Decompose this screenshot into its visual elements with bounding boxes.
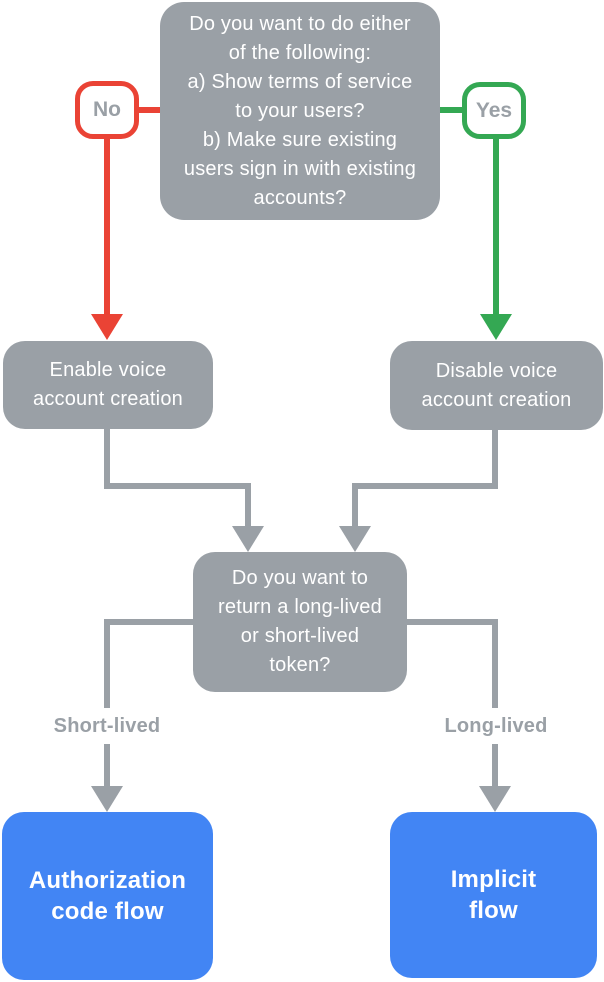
connector-long-lived-down	[492, 619, 498, 786]
decision-box-terms-of-service: Do you want to do either of the followin…	[160, 2, 440, 220]
connector-enable-down	[104, 429, 110, 489]
no-badge-label: No	[93, 98, 121, 121]
decision-box-token-lifetime: Do you want to return a long-lived or sh…	[193, 552, 407, 692]
long-lived-label-chip: Long-lived	[412, 708, 580, 744]
implicit-flow-text: Implicit flow	[450, 866, 537, 924]
terminal-box-authorization-code-flow: Authorization code flow	[2, 812, 213, 980]
connector-long-lived-across	[407, 619, 498, 625]
connector-disable-down	[492, 430, 498, 489]
green-arrow-down-icon	[480, 314, 512, 340]
connector-yes-horizontal	[440, 107, 462, 113]
authorization-code-flow-text: Authorization code flow	[28, 867, 187, 925]
decision-box-terms-text: Do you want to do either of the followin…	[183, 12, 417, 209]
decision-box-token-text: Do you want to return a long-lived or sh…	[218, 567, 382, 676]
gray-arrow-down-long-lived-icon	[479, 786, 511, 812]
gray-arrow-down-left-icon	[232, 526, 264, 552]
action-box-enable-voice-account-creation: Enable voice account creation	[3, 341, 213, 429]
connector-disable-across	[352, 483, 498, 489]
red-arrow-down-icon	[91, 314, 123, 340]
gray-arrow-down-short-lived-icon	[91, 786, 123, 812]
no-badge: No	[75, 81, 139, 139]
enable-action-text: Enable voice account creation	[33, 359, 183, 410]
disable-action-text: Disable voice account creation	[421, 359, 572, 411]
connector-enable-into-decision	[245, 483, 251, 526]
terminal-box-implicit-flow: Implicit flow	[390, 812, 597, 978]
connector-disable-into-decision	[352, 483, 358, 526]
gray-arrow-down-right-icon	[339, 526, 371, 552]
connector-no-horizontal	[138, 107, 160, 113]
long-lived-label: Long-lived	[444, 714, 548, 737]
action-box-disable-voice-account-creation: Disable voice account creation	[390, 341, 603, 430]
connector-yes-vertical	[493, 139, 499, 315]
connector-enable-across	[104, 483, 251, 489]
connector-short-lived-down	[104, 619, 110, 786]
yes-badge-label: Yes	[475, 98, 513, 122]
connector-no-vertical	[104, 139, 110, 315]
short-lived-label-chip: Short-lived	[22, 708, 192, 744]
connector-short-lived-across	[107, 619, 193, 625]
yes-badge: Yes	[462, 82, 526, 139]
short-lived-label: Short-lived	[53, 714, 161, 737]
